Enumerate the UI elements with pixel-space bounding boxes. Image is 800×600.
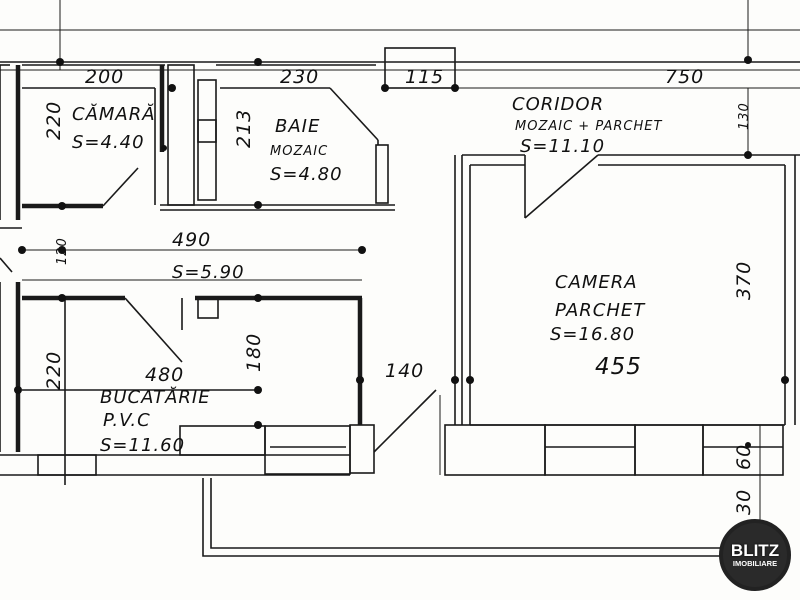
baie-walls — [160, 47, 456, 211]
dim-455: 455 — [595, 354, 642, 380]
logo-subtitle: IMOBILIARE — [732, 559, 778, 568]
dim-220-bucatarie: 220 — [43, 351, 65, 390]
camera-area: S=16.80 — [550, 324, 635, 345]
dim-60: 60 — [733, 444, 755, 470]
room-labels: CĂMARĂ S=4.40 BAIE MOZAIC S=4.80 CORIDOR… — [72, 94, 663, 456]
baie-area: S=4.80 — [270, 164, 343, 185]
top-reference-lines — [0, 0, 800, 89]
coridor-finish: MOZAIC + PARCHET — [515, 119, 663, 134]
dim-115: 115 — [405, 66, 444, 88]
bucatarie-finish: P.V.C — [103, 410, 151, 431]
camera-finish: PARCHET — [555, 300, 646, 321]
baie-name: BAIE — [275, 116, 320, 137]
camara-area: S=4.40 — [72, 132, 145, 153]
baie-finish: MOZAIC — [270, 144, 328, 159]
dim-180: 180 — [243, 333, 265, 372]
bucatarie-walls — [0, 282, 437, 485]
hol-area: S=5.90 — [172, 262, 245, 283]
balcony — [202, 478, 763, 557]
bucatarie-area: S=11.60 — [100, 435, 185, 456]
dim-230: 230 — [280, 66, 319, 88]
blitz-logo: BLITZ IMOBILIARE — [719, 519, 791, 591]
dim-370: 370 — [733, 261, 755, 300]
dim-480: 480 — [145, 364, 184, 386]
dimension-points — [14, 56, 789, 448]
dim-490: 490 — [172, 229, 211, 251]
dim-30: 30 — [733, 489, 755, 515]
camara-name: CĂMARĂ — [72, 103, 156, 125]
logo-badge — [719, 519, 791, 591]
hol-area — [0, 227, 362, 281]
coridor-area: S=11.10 — [520, 136, 605, 157]
dimension-labels: 200 230 115 750 130 220 213 120 490 370 … — [43, 66, 755, 515]
dim-200: 200 — [85, 66, 124, 88]
dim-750: 750 — [665, 66, 704, 88]
dim-140: 140 — [385, 360, 424, 382]
camera-name: CAMERA — [555, 272, 638, 293]
coridor-name: CORIDOR — [512, 94, 604, 115]
logo-name: BLITZ — [730, 541, 780, 560]
dim-130: 130 — [737, 102, 752, 130]
dim-120: 120 — [55, 237, 70, 265]
dim-213: 213 — [233, 109, 255, 148]
dim-220-camara: 220 — [43, 101, 65, 140]
bucatarie-name: BUCATĂRIE — [100, 386, 211, 408]
